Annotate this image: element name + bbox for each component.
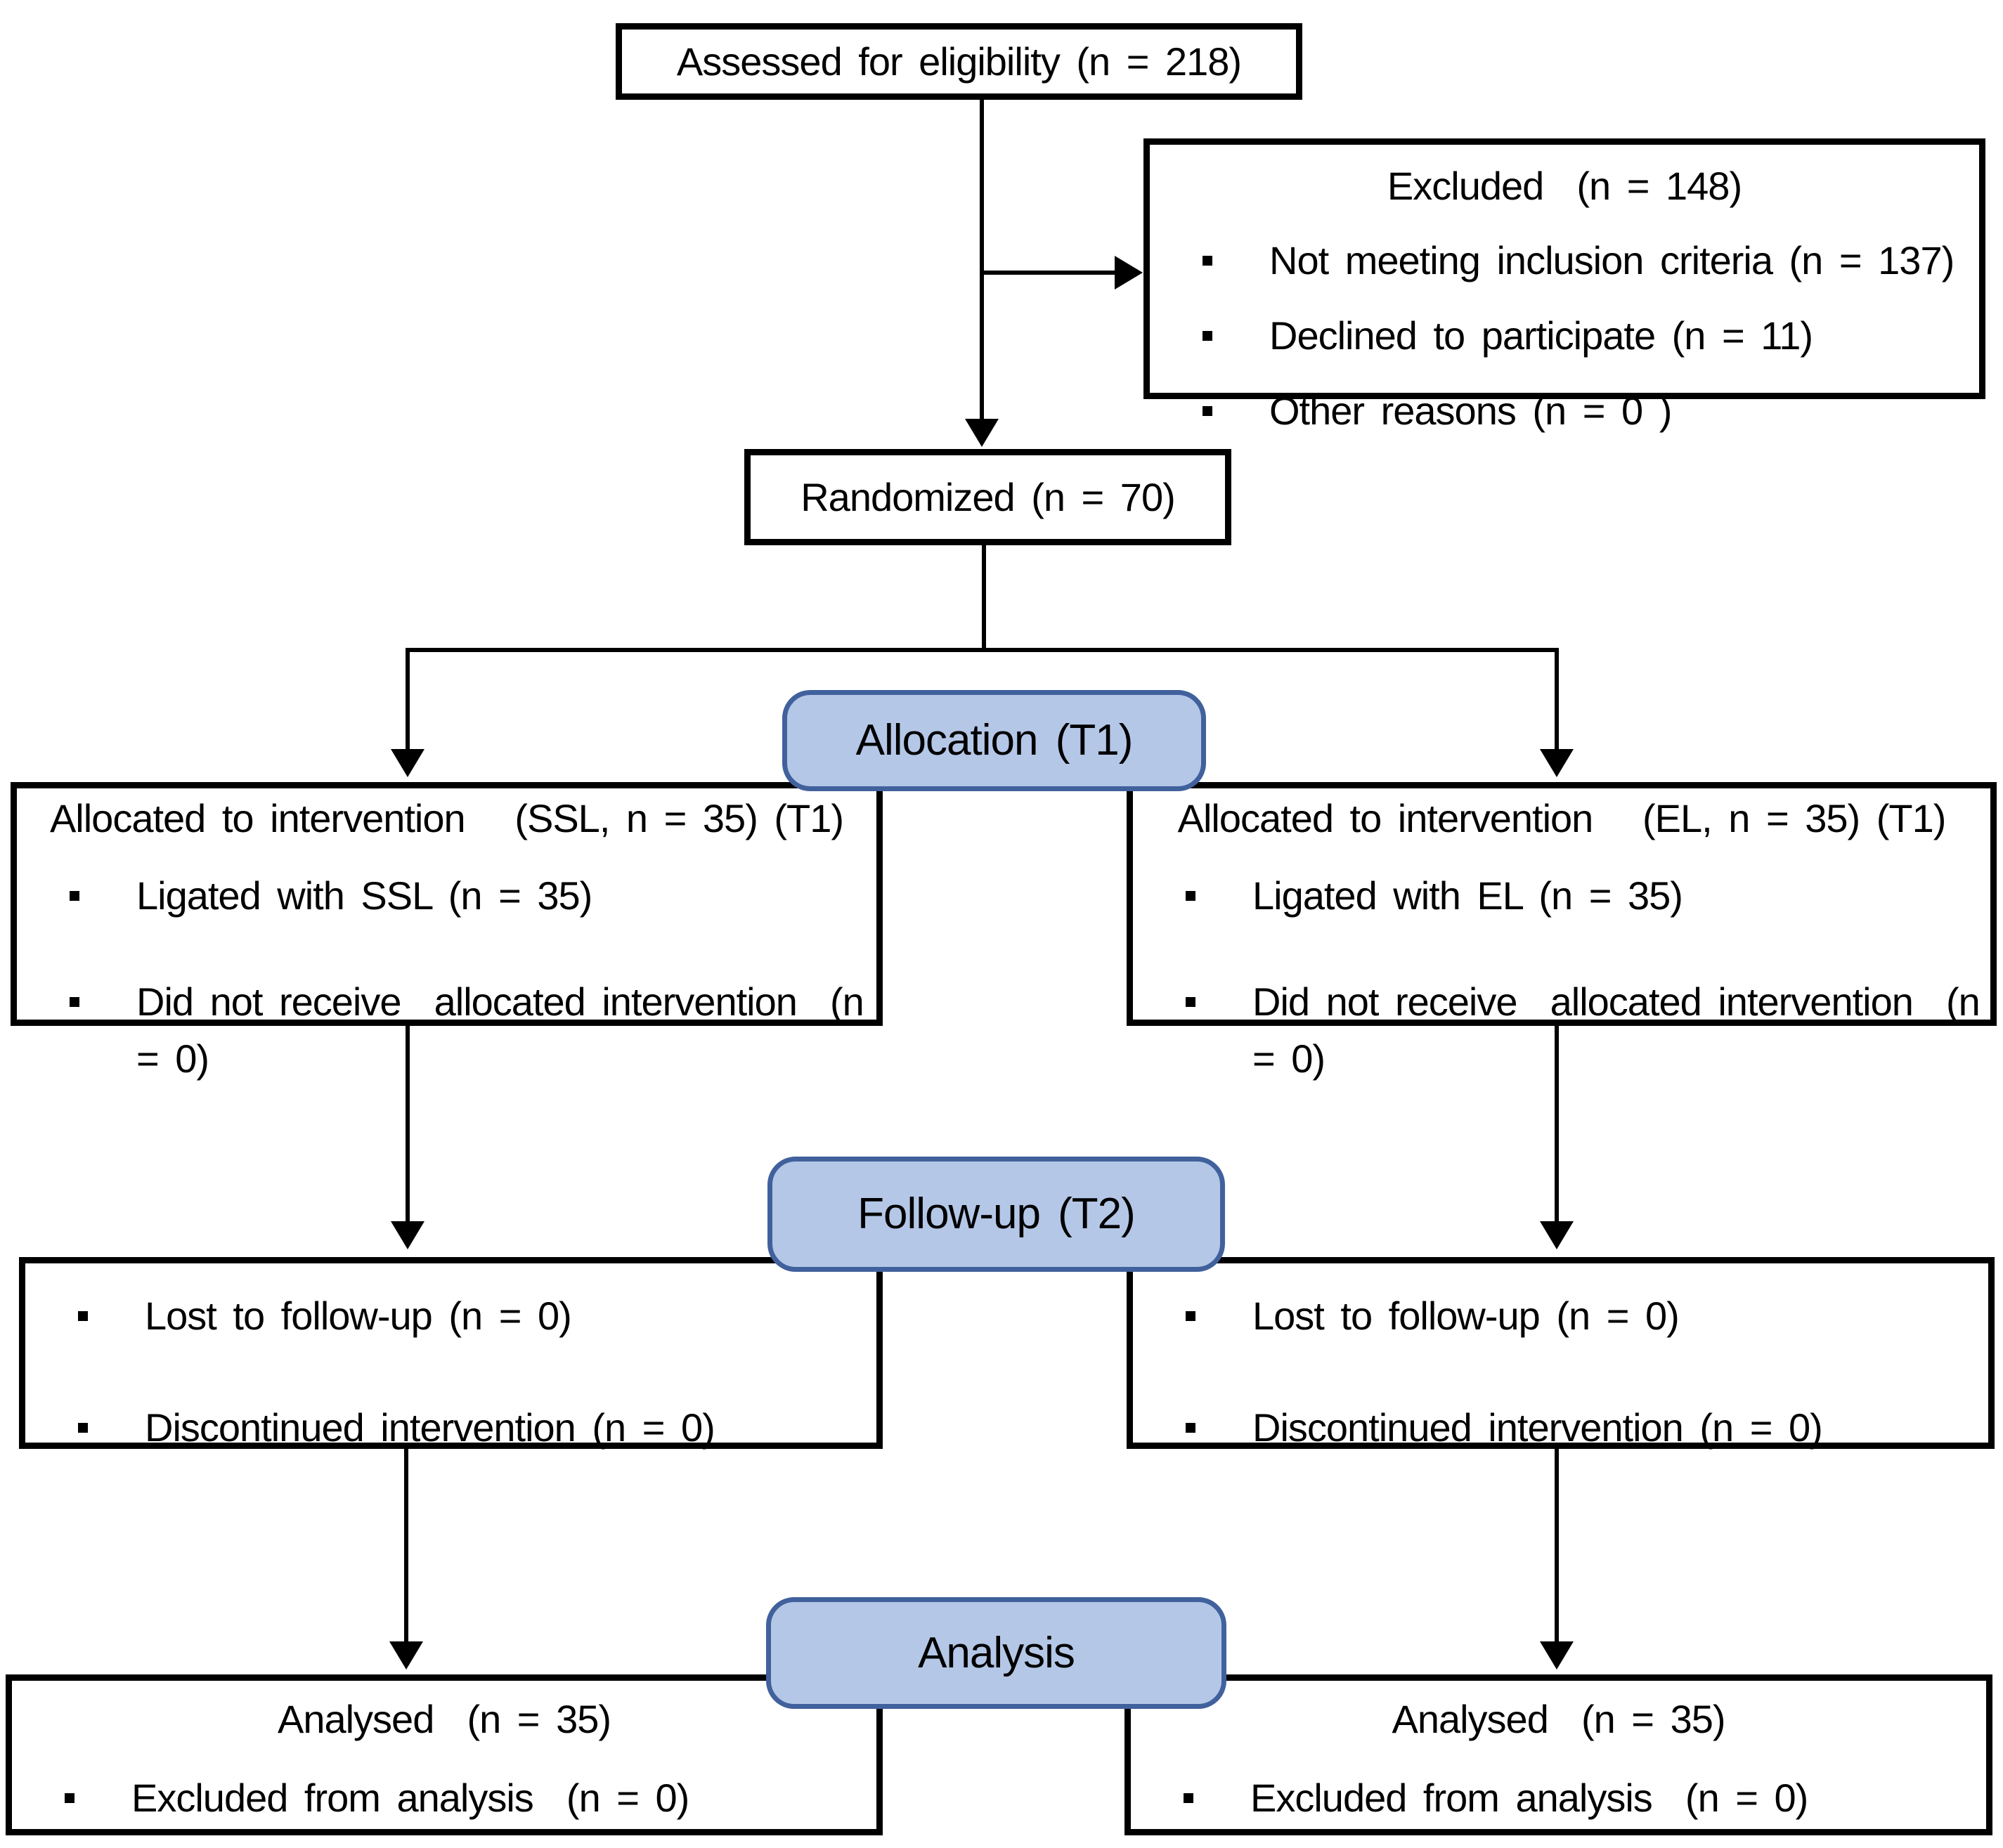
bullet-icon: [1186, 1423, 1195, 1433]
analysis-stage-label: Analysis: [918, 1628, 1075, 1677]
arrowhead-to-excluded: [1115, 256, 1143, 289]
connector-split-horizontal: [406, 648, 1559, 652]
arrowhead-right-analysis: [1540, 1641, 1574, 1670]
el-analysis-item: Excluded from analysis (n = 0): [1131, 1775, 1986, 1832]
randomized-label: Randomized (n = 70): [800, 474, 1176, 519]
el-allocation-box: Allocated to intervention (EL, n = 35) (…: [1127, 782, 1997, 1081]
bullet-icon: [65, 1793, 74, 1803]
connector-left-to-allocation: [406, 648, 410, 752]
bullet-icon: [1186, 1311, 1195, 1321]
excluded-item: Not meeting inclusion criteria (n = 137): [1150, 237, 1979, 294]
arrowhead-left-followup: [391, 1221, 424, 1249]
arrowhead-left-analysis: [389, 1641, 423, 1670]
ssl-allocation-item: Ligated with SSL (n = 35): [17, 873, 876, 930]
bullet-icon: [70, 891, 79, 901]
el-allocation-item: Ligated with EL (n = 35): [1133, 873, 1990, 930]
ssl-analysis-box: Analysed (n = 35) Excluded from analysis…: [6, 1674, 883, 1835]
ssl-allocation-title: Allocated to intervention (SSL, n = 35) …: [49, 796, 844, 840]
followup-stage-label: Follow-up (T2): [857, 1190, 1136, 1238]
excluded-box: Excluded (n = 148) Not meeting inclusion…: [1143, 138, 1985, 433]
excluded-item: Declined to participate (n = 11): [1150, 313, 1979, 370]
bullet-icon: [1184, 1793, 1193, 1803]
connector-assessed-down: [980, 100, 984, 423]
ssl-followup-item: Discontinued intervention (n = 0): [25, 1405, 876, 1462]
bullet-icon: [1186, 997, 1195, 1007]
bullet-icon: [1186, 891, 1195, 901]
ssl-followup-item: Lost to follow-up (n = 0): [25, 1293, 876, 1350]
connector-randomized-down: [982, 545, 986, 648]
arrowhead-right-followup: [1540, 1221, 1574, 1249]
ssl-followup-box: Lost to follow-up (n = 0) Discontinued i…: [19, 1257, 883, 1450]
el-analysis-box: Analysed (n = 35) Excluded from analysis…: [1124, 1674, 1992, 1835]
connector-right-to-allocation: [1555, 648, 1559, 752]
bullet-icon: [70, 997, 79, 1007]
el-allocation-title: Allocated to intervention (EL, n = 35) (…: [1177, 796, 1947, 840]
arrowhead-left-allocation: [391, 749, 424, 777]
bullet-icon: [1203, 256, 1212, 266]
allocation-stage-label: Allocation (T1): [855, 716, 1134, 764]
excluded-title: Excluded (n = 148): [1387, 164, 1742, 208]
allocation-stage-pill: Allocation (T1): [782, 690, 1206, 791]
randomized-box: Randomized (n = 70): [744, 449, 1231, 545]
bullet-icon: [1203, 406, 1212, 416]
ssl-analysis-title: Analysed (n = 35): [277, 1697, 611, 1741]
followup-stage-pill: Follow-up (T2): [767, 1157, 1225, 1272]
assessed-box: Assessed for eligibility (n = 218): [616, 23, 1302, 100]
arrowhead-right-allocation: [1540, 749, 1574, 777]
ssl-allocation-item: Did not receive allocated intervention (…: [17, 979, 876, 1093]
el-allocation-item: Did not receive allocated intervention (…: [1133, 979, 1990, 1093]
connector-right-to-analysis: [1555, 1449, 1559, 1644]
connector-left-to-analysis: [404, 1449, 408, 1644]
connector-left-to-followup: [406, 1026, 410, 1224]
bullet-icon: [1203, 331, 1212, 341]
excluded-item: Other reasons (n = 0 ): [1150, 388, 1979, 445]
analysis-stage-pill: Analysis: [766, 1597, 1226, 1709]
ssl-analysis-item: Excluded from analysis (n = 0): [12, 1775, 876, 1832]
el-analysis-title: Analysed (n = 35): [1392, 1697, 1725, 1741]
el-followup-box: Lost to follow-up (n = 0) Discontinued i…: [1127, 1257, 1995, 1450]
el-followup-item: Discontinued intervention (n = 0): [1133, 1405, 1988, 1462]
connector-excluded-branch: [982, 271, 1119, 275]
connector-right-to-followup: [1555, 1026, 1559, 1224]
bullet-icon: [78, 1423, 88, 1433]
el-followup-item: Lost to follow-up (n = 0): [1133, 1293, 1988, 1350]
assessed-label: Assessed for eligibility (n = 218): [676, 39, 1242, 84]
arrowhead-to-randomized: [965, 419, 999, 447]
bullet-icon: [78, 1311, 88, 1321]
ssl-allocation-box: Allocated to intervention (SSL, n = 35) …: [11, 782, 883, 1081]
